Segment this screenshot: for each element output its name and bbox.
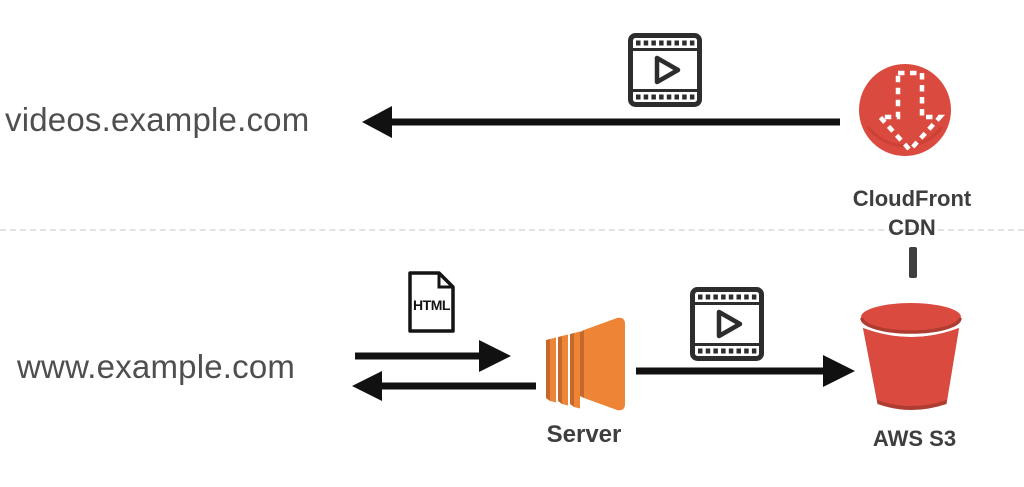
s3-bucket-icon <box>858 300 964 412</box>
server-label: Server <box>546 421 622 448</box>
cdn-s3-connector <box>909 247 917 278</box>
cloudfront-label-line1: CloudFront <box>852 186 972 211</box>
cloudfront-label: CloudFront CDN <box>827 184 997 242</box>
arrow-server-to-s3 <box>636 355 855 387</box>
s3-label: AWS S3 <box>872 426 957 451</box>
html-document-icon: HTML <box>408 271 455 333</box>
video-file-icon <box>628 33 702 107</box>
cloudfront-label-line2: CDN <box>888 215 936 240</box>
server-icon <box>545 316 630 412</box>
arrow-server-to-www <box>352 371 536 401</box>
arrow-www-to-server <box>355 340 511 372</box>
cloudfront-icon <box>858 63 952 157</box>
www-domain-text: www.example.com <box>17 348 296 385</box>
videos-domain-text: videos.example.com <box>5 101 310 138</box>
arrow-cdn-to-videos <box>362 105 840 139</box>
html-badge-text: HTML <box>413 297 450 313</box>
video-file-icon <box>690 287 764 361</box>
flow-divider-dashed-line <box>0 229 1024 231</box>
